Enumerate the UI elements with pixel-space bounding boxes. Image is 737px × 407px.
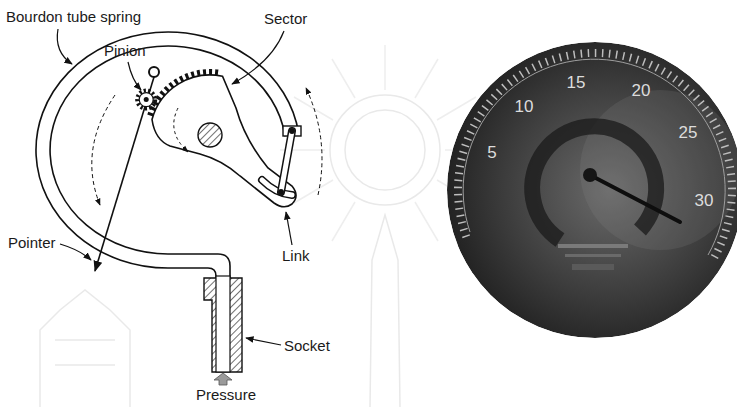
leader-line xyxy=(57,29,292,345)
pressure-arrow xyxy=(214,373,232,385)
scale-number: 15 xyxy=(567,74,586,91)
watermark xyxy=(40,45,490,407)
scale-number: 5 xyxy=(487,144,496,161)
scale-number: 25 xyxy=(679,124,698,141)
scale-number: 20 xyxy=(632,82,651,99)
part-label: Link xyxy=(282,247,310,264)
socket-body xyxy=(204,276,242,372)
link-bar xyxy=(278,126,301,195)
scale-number: 30 xyxy=(695,192,714,209)
motion-arrow xyxy=(92,88,322,205)
pointer-needle xyxy=(95,67,159,271)
part-label: Sector xyxy=(264,10,307,27)
part-label: Socket xyxy=(284,337,330,354)
bourdon-tube xyxy=(36,32,299,278)
part-label: Pointer xyxy=(8,234,56,251)
scale-number: 10 xyxy=(515,98,534,115)
part-label: Bourdon tube spring xyxy=(6,8,141,25)
sector-gear xyxy=(150,72,296,207)
part-label: Pressure xyxy=(196,386,256,403)
part-label: Pinion xyxy=(104,42,146,59)
pinion-gear xyxy=(137,91,155,109)
gauge-photo xyxy=(447,42,737,338)
